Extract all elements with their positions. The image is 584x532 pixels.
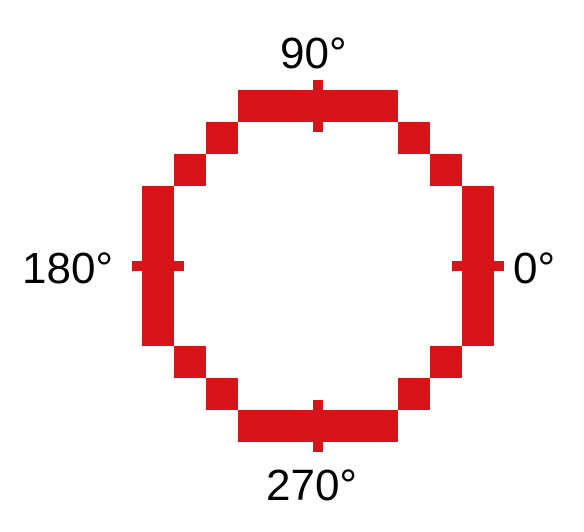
ring-step-top-right-1 <box>398 122 430 154</box>
ring-step-top-left-1 <box>206 122 238 154</box>
tick-180 <box>132 261 184 271</box>
label-0-degrees: 0° <box>513 244 556 293</box>
ring-step-top-left-2 <box>174 154 206 186</box>
pixel-ring <box>142 90 494 442</box>
axis-ticks <box>132 80 504 452</box>
label-90-degrees: 90° <box>280 29 347 78</box>
ring-step-bottom-right-2 <box>398 378 430 410</box>
label-180-degrees: 180° <box>22 244 114 293</box>
ring-step-bottom-left-2 <box>206 378 238 410</box>
tick-0 <box>452 261 504 271</box>
ring-step-top-right-2 <box>430 154 462 186</box>
ring-step-bottom-left-1 <box>174 346 206 378</box>
ring-step-bottom-right-1 <box>430 346 462 378</box>
label-270-degrees: 270° <box>266 461 358 510</box>
tick-270 <box>313 400 323 452</box>
tick-90 <box>313 80 323 132</box>
